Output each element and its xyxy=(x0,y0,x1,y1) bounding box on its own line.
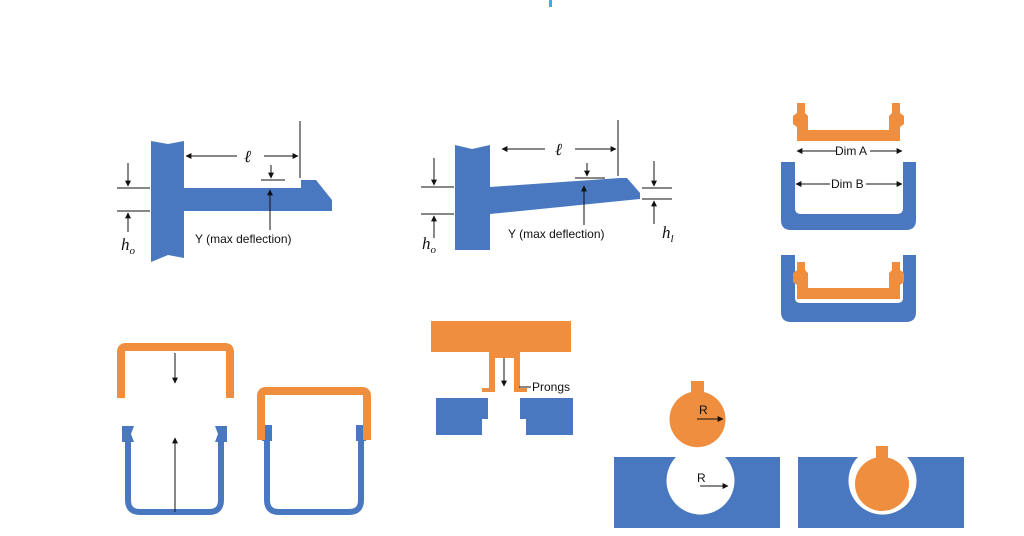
blue-receiver-right xyxy=(520,398,573,435)
blue-container-closed xyxy=(264,426,364,515)
orange-channel-top xyxy=(793,103,904,141)
tapered-cantilever-wall xyxy=(455,145,490,250)
straight-cantilever-deflection-label: Y (max deflection) xyxy=(195,232,292,246)
socket-radius-label: R xyxy=(697,471,706,485)
orange-prong-head xyxy=(431,321,571,392)
tapered-cantilever-root-thickness-symbol: ho xyxy=(422,234,437,256)
ball-socket-diagram: R R xyxy=(614,381,964,528)
tapered-cantilever-tip-thickness-symbol: hl xyxy=(662,223,674,245)
blue-channel-assembled xyxy=(781,255,916,322)
straight-cantilever-diagram: ℓ Y (max deflection) ho xyxy=(117,121,332,262)
prong-fit-diagram: Prongs xyxy=(431,321,573,435)
straight-cantilever-beam xyxy=(184,180,332,211)
top-accent-mark xyxy=(549,0,552,7)
annular-fit-diagram: Dim A Dim B xyxy=(781,103,916,322)
tapered-cantilever-length-symbol: ℓ xyxy=(555,140,562,159)
dim-b-label: Dim B xyxy=(831,177,864,191)
dim-a-label: Dim A xyxy=(835,144,867,158)
orange-cap-closed xyxy=(257,387,371,440)
blue-receiver-left xyxy=(436,398,488,435)
orange-ball-seated xyxy=(855,457,909,511)
cap-container-diagram xyxy=(117,343,371,515)
tapered-cantilever-diagram: ℓ Y (max deflection) ho hl xyxy=(421,120,674,256)
ball-radius-label: R xyxy=(699,403,708,417)
orange-ball xyxy=(669,381,726,448)
straight-cantilever-length-symbol: ℓ xyxy=(244,147,251,166)
tapered-cantilever-beam xyxy=(490,178,640,214)
tapered-cantilever-deflection-label: Y (max deflection) xyxy=(508,227,605,241)
orange-cap-open xyxy=(117,343,234,398)
orange-channel-assembled xyxy=(793,262,904,299)
straight-cantilever-wall xyxy=(151,141,184,262)
blue-socket-block xyxy=(614,457,780,528)
blue-socket-assembled xyxy=(798,457,964,528)
straight-cantilever-thickness-symbol: ho xyxy=(121,235,136,257)
prongs-label: Prongs xyxy=(532,380,570,394)
blue-channel xyxy=(781,162,916,230)
